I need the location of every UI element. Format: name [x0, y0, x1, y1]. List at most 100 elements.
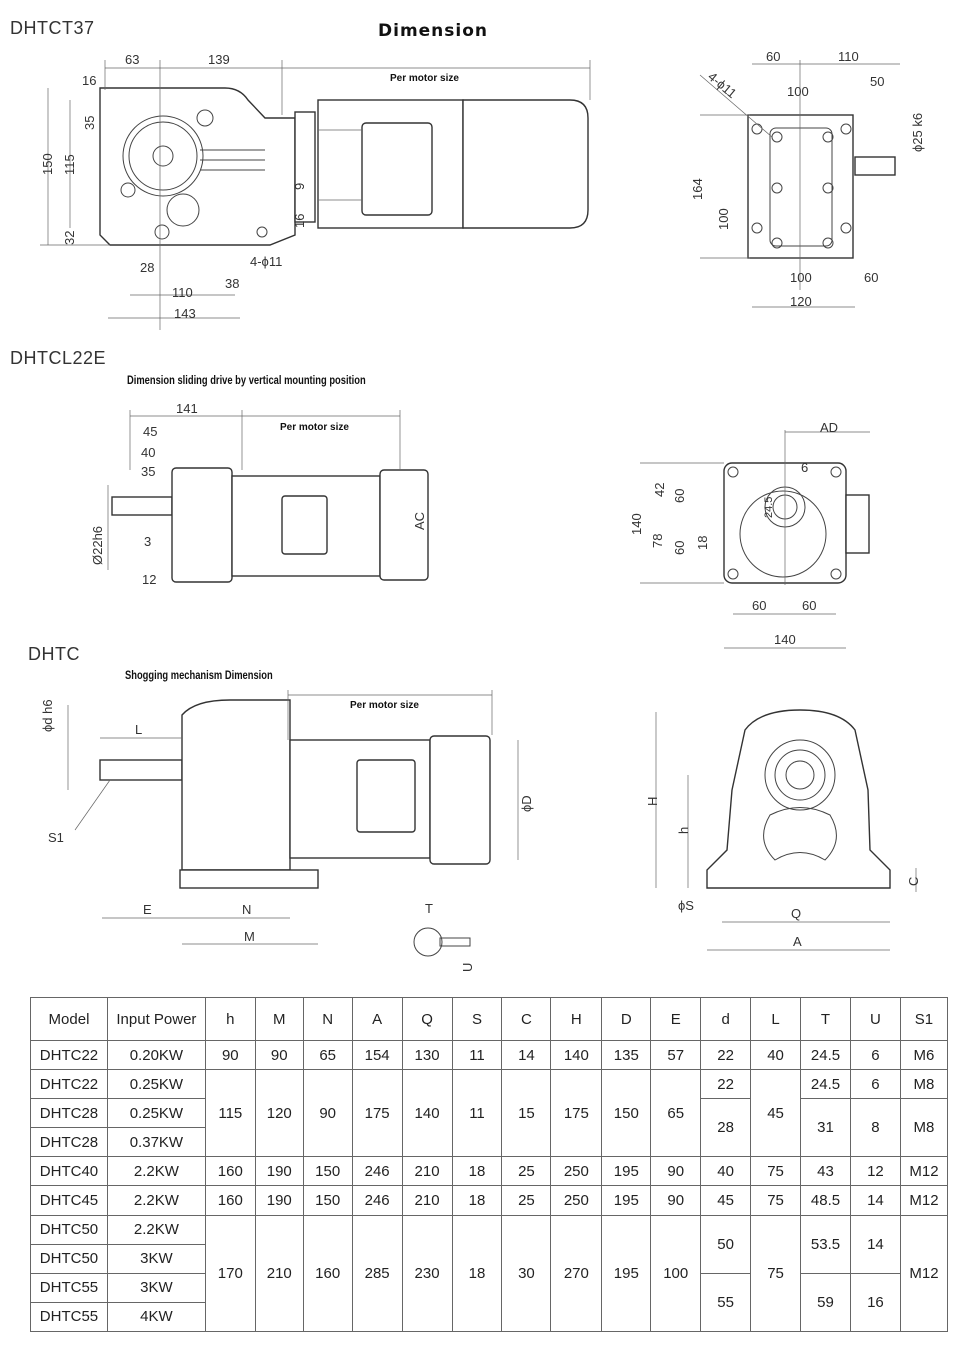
table-cell: DHTC22	[30, 1039, 108, 1071]
dim-label: E	[143, 902, 152, 917]
table-cell: 65	[650, 1069, 702, 1158]
table-cell: 6	[849, 1069, 901, 1100]
dim-label: 139	[208, 52, 230, 67]
dim-label: C	[906, 877, 921, 886]
dim-label: 32	[62, 231, 77, 245]
table-cell: 2.2KW	[106, 1185, 206, 1216]
table-cell: 16	[849, 1272, 901, 1333]
table-cell: 270	[550, 1214, 603, 1333]
table-cell: 12	[849, 1156, 901, 1187]
table-cell: DHTC45	[30, 1185, 108, 1216]
table-cell: DHTC55	[30, 1301, 108, 1333]
table-cell: 250	[550, 1185, 603, 1216]
table-cell: 195	[601, 1214, 652, 1333]
table-cell: M12	[899, 1156, 949, 1187]
dim-label: ϕ25 k6	[910, 113, 925, 152]
table-cell: 175	[550, 1069, 603, 1158]
section-title-dhtcl22e: DHTCL22E	[10, 348, 107, 368]
table-cell: 18	[451, 1156, 503, 1187]
table-cell: 22	[700, 1069, 752, 1100]
dim-label: Q	[791, 906, 801, 921]
table-cell: DHTC22	[30, 1069, 108, 1100]
column-header: S	[451, 997, 503, 1041]
column-header: h	[204, 997, 256, 1041]
table-cell: 100	[650, 1214, 702, 1333]
drawing-dhtcl22e-end: AD 6 42 60 24.5 140 78 60 18 60 60 140	[629, 420, 870, 649]
table-cell: 140	[550, 1039, 603, 1071]
dim-label: 4-ϕ11	[250, 254, 282, 269]
dim-label: 3	[144, 534, 151, 549]
section-title-dhtct37: DHTCT37	[10, 18, 95, 38]
table-cell: DHTC28	[30, 1127, 108, 1158]
section-subtitle-dhtcl22e: Dimension sliding drive by vertical moun…	[127, 373, 366, 387]
table-cell: 170	[204, 1214, 256, 1333]
dim-label: 16	[292, 214, 307, 228]
table-cell: 246	[351, 1185, 403, 1216]
table-cell: 15	[501, 1069, 552, 1158]
table-cell: DHTC28	[30, 1098, 108, 1129]
column-header: L	[750, 997, 802, 1041]
table-cell: 8	[849, 1098, 901, 1158]
table-cell: 45	[750, 1069, 802, 1158]
dim-label: H	[645, 797, 660, 806]
table-cell: 48.5	[800, 1185, 851, 1216]
dim-label: 100	[790, 270, 812, 285]
column-header: H	[550, 997, 603, 1041]
table-cell: M8	[899, 1098, 949, 1158]
table-cell: 175	[351, 1069, 403, 1158]
table-cell: 135	[601, 1039, 652, 1071]
dim-label: 60	[672, 489, 687, 503]
dim-label: N	[242, 902, 251, 917]
dim-label: 110	[172, 285, 193, 300]
table-cell: 115	[204, 1069, 256, 1158]
table-cell: 190	[254, 1185, 304, 1216]
column-header: U	[849, 997, 901, 1041]
table-cell: 0.25KW	[106, 1098, 206, 1129]
table-cell: 190	[254, 1156, 304, 1187]
table-cell: M8	[899, 1069, 949, 1100]
column-header: T	[800, 997, 851, 1041]
dim-label: 164	[690, 178, 705, 200]
table-cell: 65	[302, 1039, 353, 1071]
dim-label: 24.5	[763, 497, 775, 518]
table-cell: 14	[849, 1185, 901, 1216]
dim-label: A	[793, 934, 802, 949]
table-cell: M12	[899, 1185, 949, 1216]
dim-label: 16	[82, 73, 96, 88]
table-cell: DHTC50	[30, 1214, 108, 1245]
table-cell: 160	[204, 1185, 256, 1216]
table-cell: 90	[650, 1156, 702, 1187]
table-cell: 285	[351, 1214, 403, 1333]
table-cell: 59	[800, 1272, 851, 1333]
dim-label: 35	[82, 116, 97, 130]
dim-label: 100	[716, 208, 731, 230]
table-cell: 230	[401, 1214, 453, 1333]
dim-label: 4-ϕ11	[705, 69, 739, 101]
table-cell: 246	[351, 1156, 403, 1187]
dim-label: 9	[292, 183, 307, 190]
dim-label: Ø22h6	[90, 526, 105, 565]
dim-label: 12	[142, 572, 156, 587]
table-cell: 0.20KW	[106, 1039, 206, 1071]
dim-label: 38	[225, 276, 239, 291]
column-header: d	[700, 997, 752, 1041]
table-cell: 150	[601, 1069, 652, 1158]
table-cell: 154	[351, 1039, 403, 1071]
page-title: Dimension	[378, 21, 489, 41]
table-cell: 4KW	[106, 1301, 206, 1333]
table-cell: 75	[750, 1214, 802, 1333]
dim-label: AD	[820, 420, 838, 435]
table-cell: 43	[800, 1156, 851, 1187]
table-cell: 210	[254, 1214, 304, 1333]
drawing-dhtc-side: ϕd h6 L S1 E N M ϕD T U Per motor size	[40, 690, 534, 972]
dim-label: 63	[125, 52, 139, 67]
section-subtitle-dhtc: Shogging mechanism Dimension	[125, 668, 273, 682]
table-cell: 18	[451, 1185, 503, 1216]
dim-label: U	[460, 963, 475, 972]
column-header: D	[601, 997, 652, 1041]
table-cell: 90	[204, 1039, 256, 1071]
table-cell: 25	[501, 1185, 552, 1216]
